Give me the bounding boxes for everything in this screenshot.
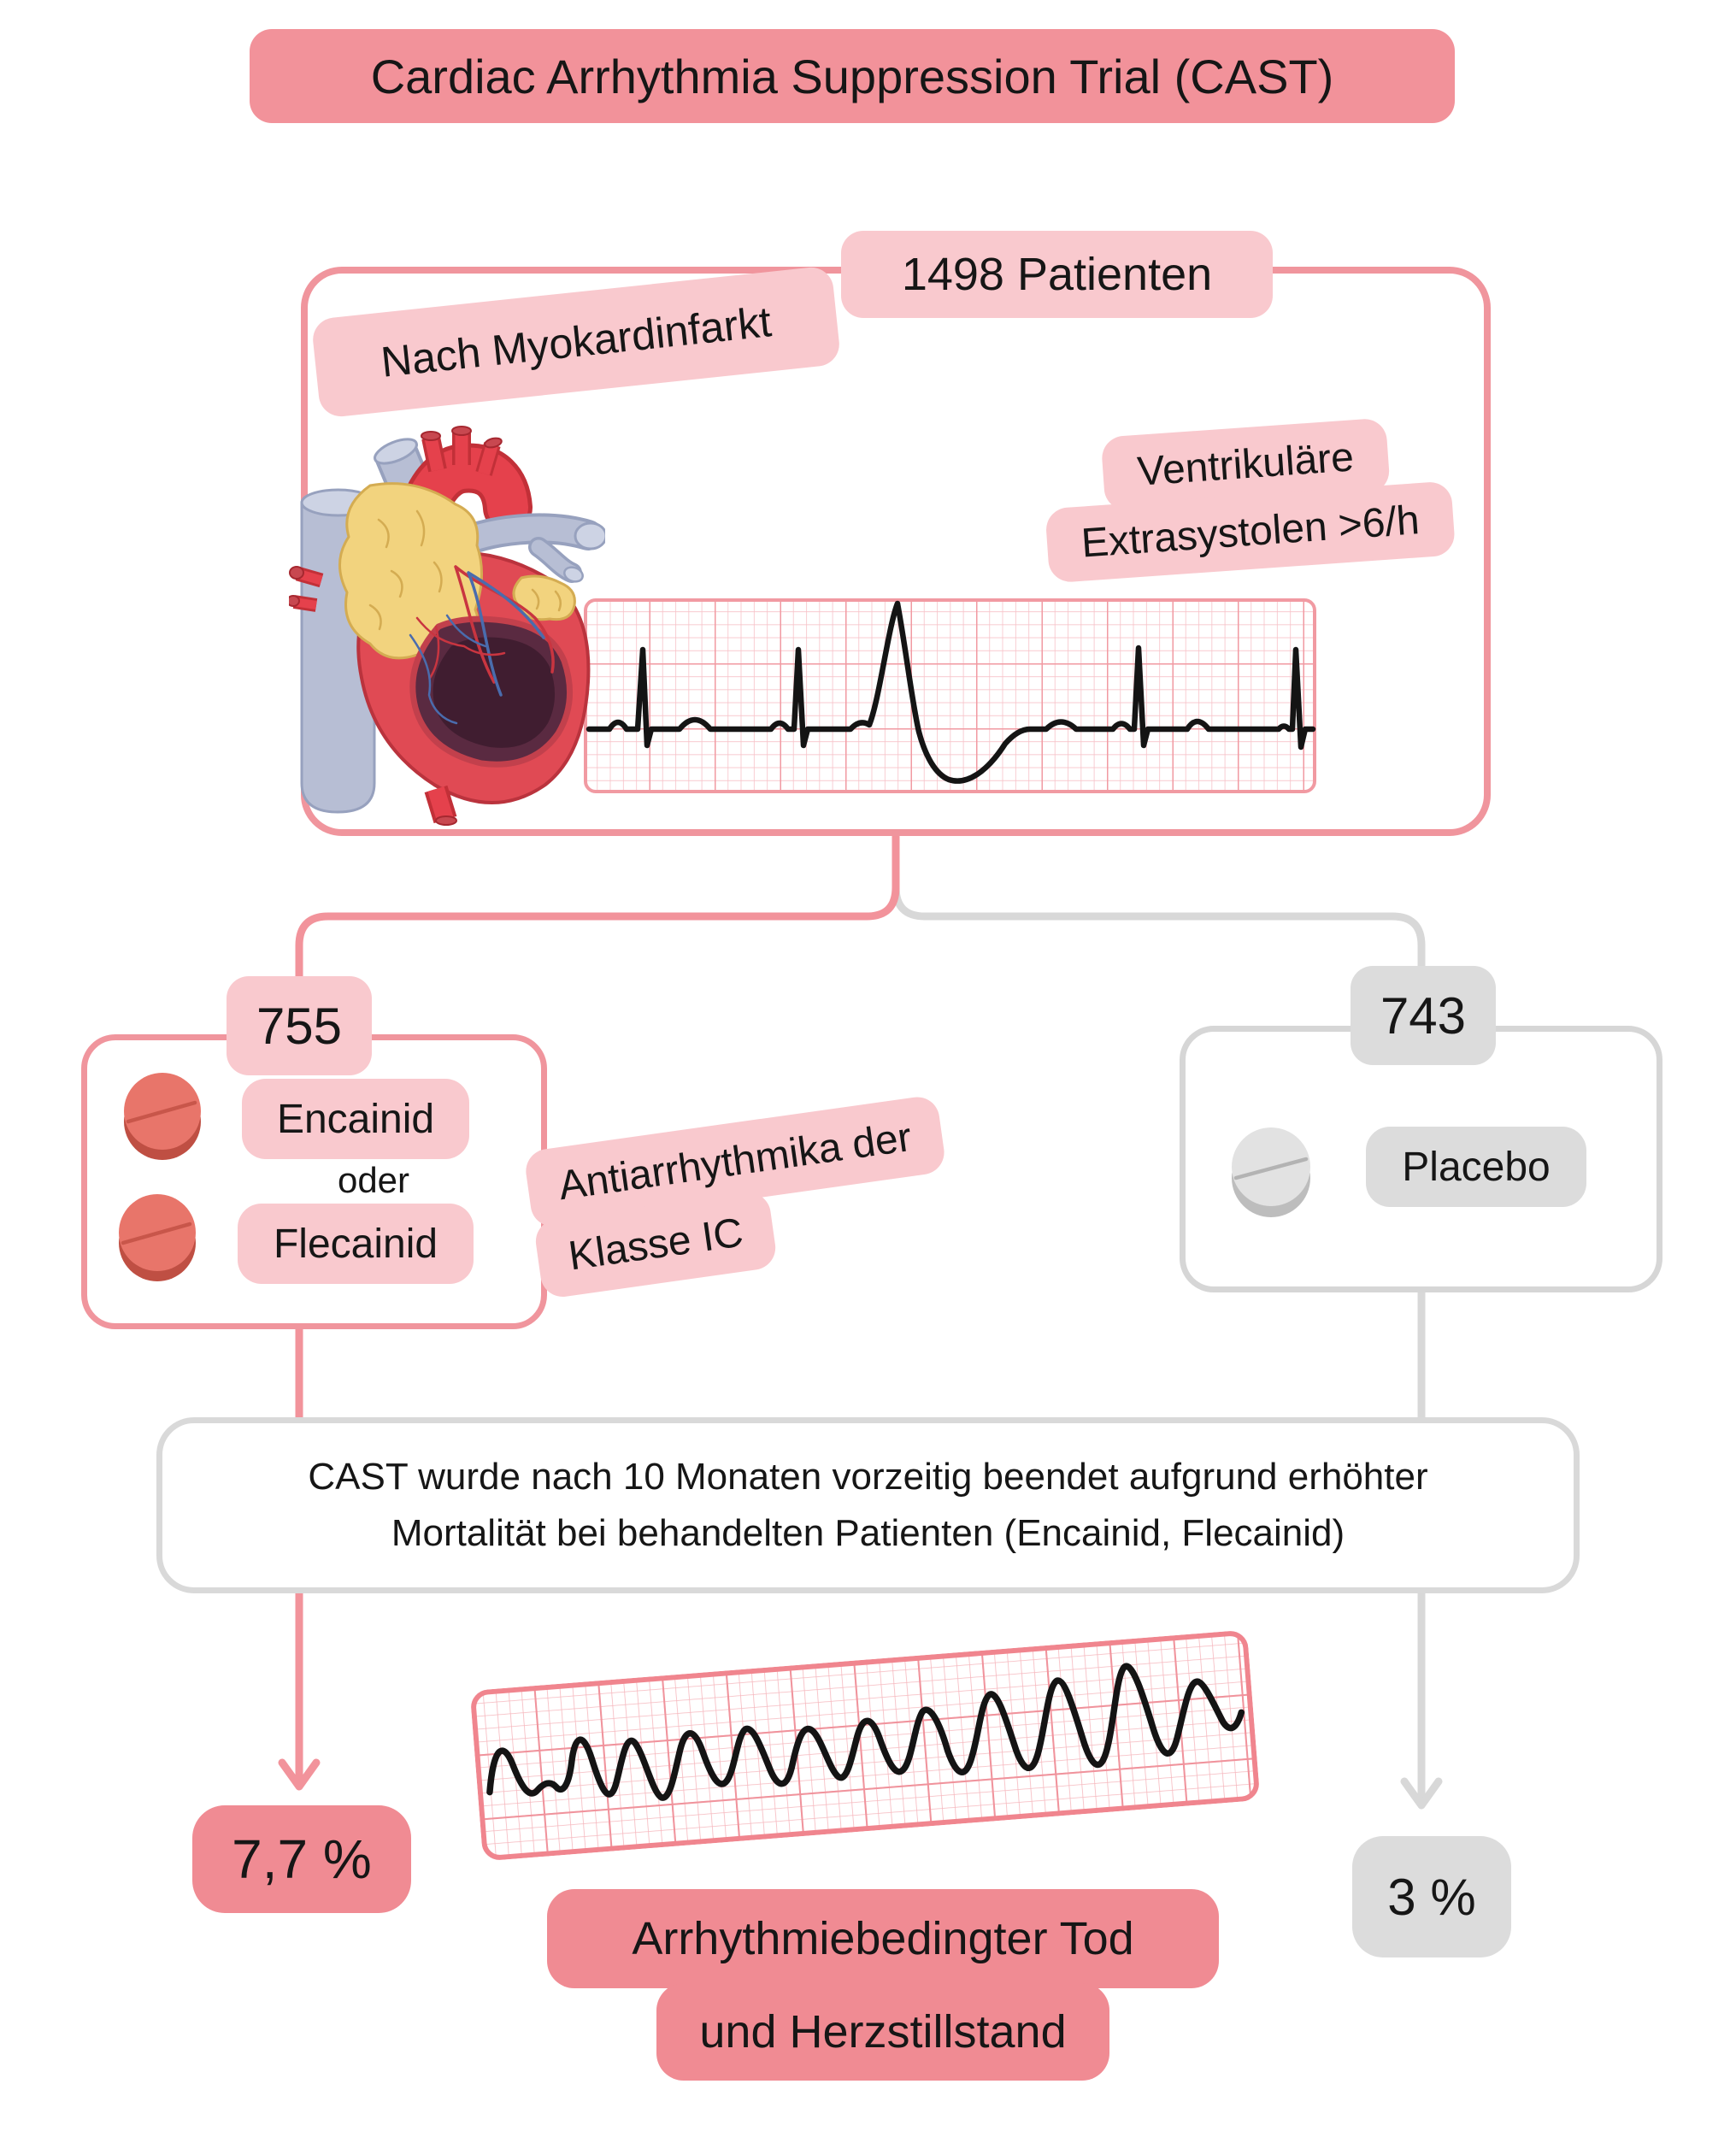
title-banner: Cardiac Arrhythmia Suppression Trial (CA… (250, 29, 1455, 123)
outcome-line2-text: und Herzstillstand (699, 2006, 1067, 2058)
placebo-text: Placebo (1402, 1144, 1551, 1190)
placebo-count-badge: 743 (1351, 966, 1496, 1065)
gray-tablet-icon (1232, 1127, 1310, 1217)
drug-label-flecainid: Flecainid (238, 1204, 474, 1284)
red-tablet-icon (124, 1073, 201, 1160)
drug-label-encainid: Encainid (242, 1079, 469, 1159)
drug2-text: Flecainid (273, 1221, 438, 1267)
pink-arrow-down-icon (278, 1758, 321, 1791)
termination-line1: CAST wurde nach 10 Monaten vorzeitig bee… (308, 1456, 1428, 1498)
outcome-label-line1: Arrhythmiebedingter Tod (547, 1889, 1219, 1988)
termination-line2: Mortalität bei behandelten Patienten (En… (391, 1512, 1345, 1554)
outcome-line1-text: Arrhythmiebedingter Tod (632, 1913, 1134, 1964)
drug-label-placebo: Placebo (1366, 1127, 1586, 1207)
conjunction-label: oder (288, 1159, 459, 1202)
gray-arrow-down-icon (1400, 1777, 1443, 1810)
ecg-ventricular-arrhythmia-strip (471, 1631, 1259, 1860)
page-title: Cardiac Arrhythmia Suppression Trial (CA… (370, 49, 1334, 103)
treatment-count-badge: 755 (227, 976, 372, 1075)
placebo-mortality-badge: 3 % (1352, 1836, 1511, 1957)
red-tablet-icon (119, 1194, 196, 1281)
outcome-label-line2: und Herzstillstand (656, 1983, 1109, 2081)
patients-count-label: 1498 Patienten (901, 249, 1213, 300)
ecg-sinus-rhythm-with-pvc-strip (584, 598, 1316, 793)
drug1-text: Encainid (276, 1096, 435, 1142)
treatment-mortality: 7,7 % (232, 1828, 372, 1890)
placebo-mortality: 3 % (1387, 1868, 1476, 1926)
treatment-mortality-badge: 7,7 % (192, 1805, 411, 1913)
patients-count-badge: 1498 Patienten (841, 231, 1273, 318)
conjunction-text: oder (337, 1160, 410, 1200)
history-label-text: Nach Myokardinfarkt (379, 297, 774, 386)
treatment-count: 755 (256, 997, 343, 1055)
anatomical-heart-icon (289, 426, 605, 826)
placebo-count: 743 (1380, 986, 1467, 1045)
termination-note-box: CAST wurde nach 10 Monaten vorzeitig bee… (156, 1417, 1580, 1593)
